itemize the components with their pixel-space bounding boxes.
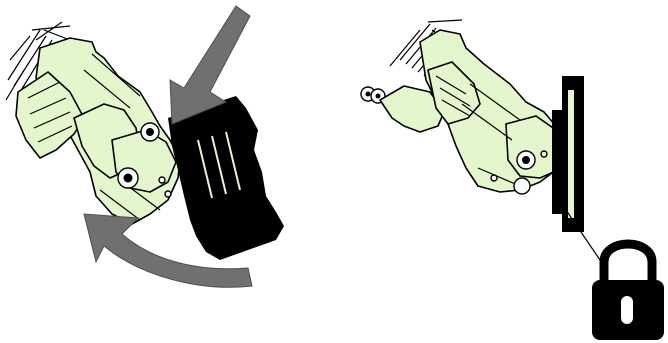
lower-hole (514, 178, 530, 194)
right-panel (361, 20, 664, 340)
bracket-assembly (16, 38, 180, 224)
mounting-plate (552, 76, 584, 232)
adapter-block (168, 96, 284, 260)
left-panel (6, 6, 284, 287)
lock-icon (592, 244, 664, 340)
bracket-assembly (380, 30, 564, 194)
